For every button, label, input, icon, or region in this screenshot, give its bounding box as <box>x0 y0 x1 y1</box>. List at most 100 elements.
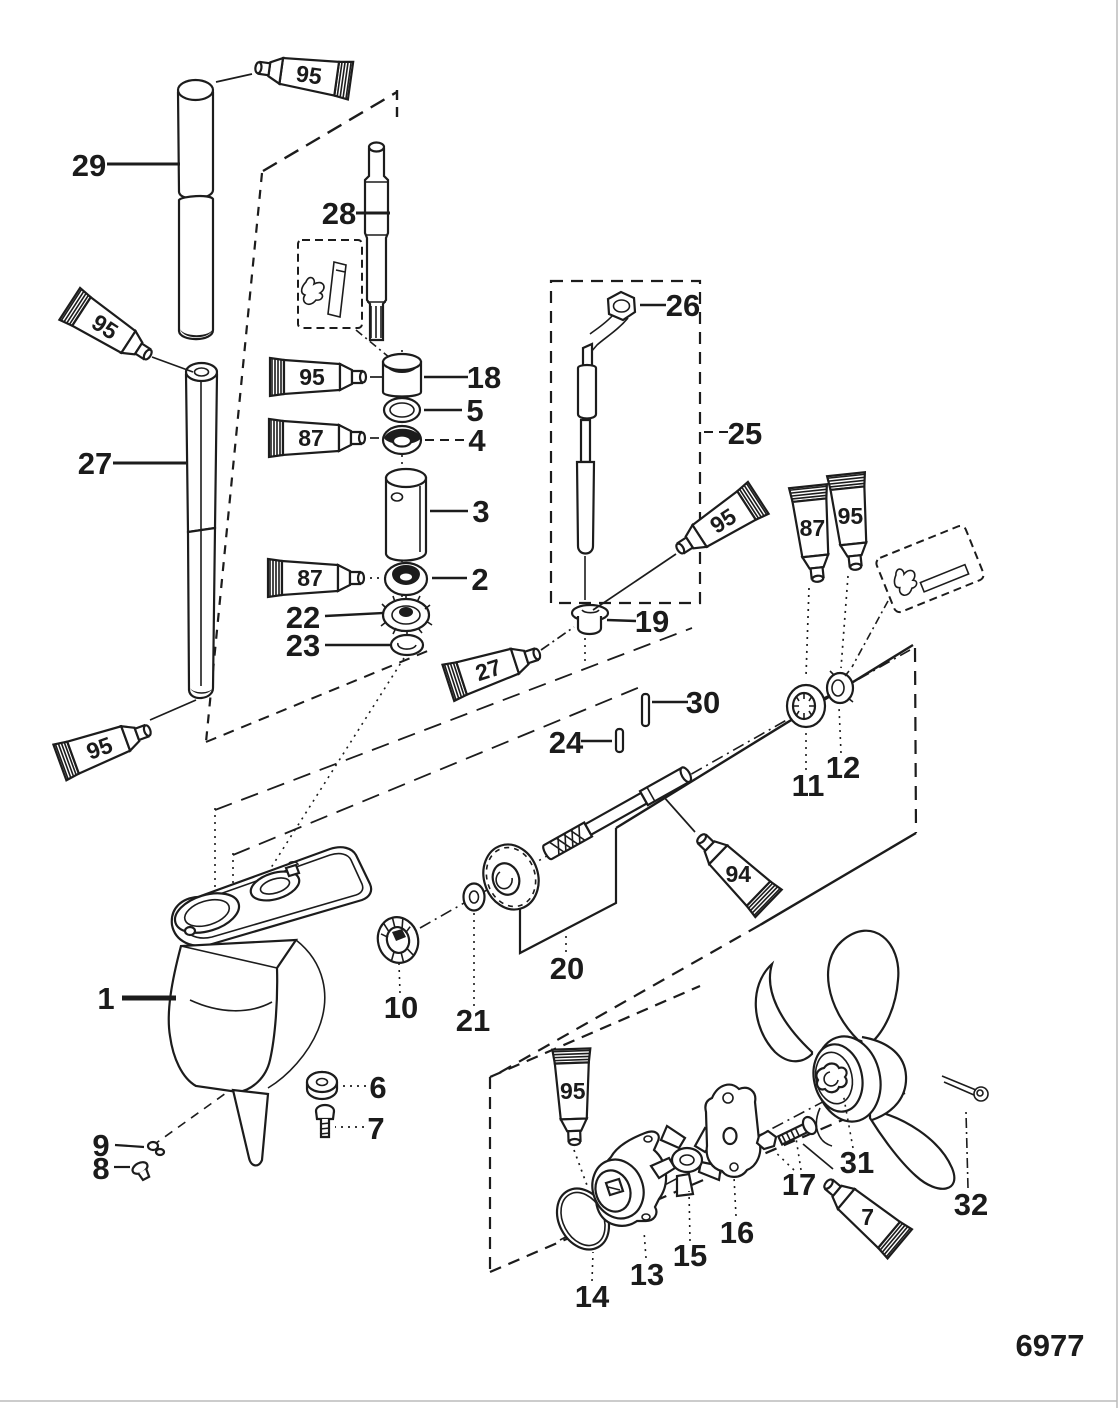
callout-18: 18 <box>424 360 501 395</box>
callout-label-3: 3 <box>472 494 489 529</box>
part-4-seal <box>381 424 423 456</box>
part-20-propshaft <box>542 766 693 861</box>
callout-7: 7 <box>335 1111 385 1146</box>
callout-14: 14 <box>575 1251 610 1314</box>
part-27 <box>184 361 219 700</box>
lubricant-tube-95-0: 95 <box>254 56 355 101</box>
part-11-bearing <box>785 683 827 729</box>
callout-15: 15 <box>673 1190 707 1273</box>
callout-9: 9 <box>92 1128 145 1163</box>
callout-19: 19 <box>606 604 669 639</box>
callout-label-30: 30 <box>686 685 720 720</box>
callout-label-31: 31 <box>840 1145 874 1180</box>
part-28 <box>363 141 390 342</box>
callout-label-17: 17 <box>782 1167 816 1202</box>
callout-label-24: 24 <box>549 725 584 760</box>
callout-30: 30 <box>652 685 720 720</box>
lubricant-tube-95-9: 95 <box>825 471 868 571</box>
callout-22: 22 <box>286 600 384 635</box>
callout-26: 26 <box>640 288 700 323</box>
callout-label-22: 22 <box>286 600 320 635</box>
callout-31: 31 <box>840 1092 874 1180</box>
part-6-washer <box>305 1070 339 1101</box>
callout-label-14: 14 <box>575 1279 610 1314</box>
callout-32: 32 <box>954 1111 988 1222</box>
callout-11: 11 <box>792 728 824 803</box>
part-21-washer <box>462 882 486 912</box>
part-23-ring <box>389 633 425 657</box>
callout-16: 16 <box>720 1176 754 1250</box>
callout-5: 5 <box>424 393 484 428</box>
callout-4: 4 <box>424 423 486 458</box>
callout-label-23: 23 <box>286 628 320 663</box>
lubricant-tube-95-11: 95 <box>551 1047 592 1147</box>
part-29 <box>176 78 215 341</box>
callout-20: 20 <box>550 932 584 986</box>
part-24-pin <box>614 727 625 754</box>
callout-label-16: 16 <box>720 1215 754 1250</box>
part-2-seal <box>383 561 429 597</box>
lubricant-tube-87-5: 87 <box>266 557 366 599</box>
callout-13: 13 <box>630 1230 664 1292</box>
callout-24: 24 <box>549 725 612 760</box>
dashed-box-25 <box>549 279 702 605</box>
callout-6: 6 <box>340 1070 387 1105</box>
svg-text:95: 95 <box>560 1078 586 1104</box>
part-1-gear-housing <box>167 846 373 1167</box>
callout-label-6: 6 <box>369 1070 386 1105</box>
callout-label-25: 25 <box>728 416 762 451</box>
callout-2: 2 <box>432 562 489 597</box>
callout-label-4: 4 <box>468 423 486 458</box>
callout-label-21: 21 <box>456 1003 490 1038</box>
svg-text:95: 95 <box>299 364 325 390</box>
callout-label-7: 7 <box>367 1111 384 1146</box>
panel-20 <box>518 828 618 955</box>
lubricant-tube-27-6: 27 <box>441 647 542 703</box>
callout-21: 21 <box>456 912 490 1038</box>
part-30-pin <box>640 692 651 728</box>
callout-label-10: 10 <box>384 990 418 1025</box>
svg-text:95: 95 <box>294 60 323 89</box>
lubricant-tube-94-10: 94 <box>696 833 784 919</box>
svg-text:95: 95 <box>838 503 864 529</box>
callout-label-15: 15 <box>673 1238 707 1273</box>
part-7-screw <box>314 1103 336 1139</box>
part-3-carrier <box>384 467 428 562</box>
callout-3: 3 <box>430 494 490 529</box>
callout-label-5: 5 <box>466 393 483 428</box>
part-19-grommet <box>570 603 610 636</box>
part-10-bearing <box>376 916 420 964</box>
part-22-clutch <box>380 594 433 636</box>
callout-label-2: 2 <box>471 562 488 597</box>
warning-decal-upper <box>297 239 391 359</box>
callout-label-9: 9 <box>92 1128 109 1163</box>
lubricant-tube-95-7: 95 <box>675 480 771 555</box>
svg-text:94: 94 <box>726 861 752 887</box>
part-17-bolt <box>755 1115 818 1151</box>
callout-10: 10 <box>384 963 418 1025</box>
warning-decal-lower <box>851 524 985 668</box>
lubricant-tube-95-1: 95 <box>57 286 153 361</box>
callout-23: 23 <box>286 628 392 663</box>
callout-label-8: 8 <box>92 1151 109 1186</box>
part-26-nut <box>606 290 637 322</box>
part-pinion-gear <box>482 843 540 911</box>
part-13-pump-housing <box>591 1130 668 1227</box>
part-5-oring <box>382 396 422 424</box>
callout-label-19: 19 <box>635 604 669 639</box>
svg-text:87: 87 <box>298 425 324 451</box>
callout-27: 27 <box>78 446 186 481</box>
lubricant-tube-87-4: 87 <box>267 417 367 459</box>
lubricant-tube-95-2: 95 <box>51 723 152 782</box>
callout-28: 28 <box>322 196 390 231</box>
part-8-screw <box>131 1161 151 1182</box>
callout-label-12: 12 <box>826 750 860 785</box>
callout-label-29: 29 <box>72 148 106 183</box>
part-31-propeller <box>754 929 956 1190</box>
callout-label-32: 32 <box>954 1187 988 1222</box>
callout-label-27: 27 <box>78 446 112 481</box>
svg-text:87: 87 <box>297 565 323 591</box>
callout-17: 17 <box>769 1137 816 1202</box>
